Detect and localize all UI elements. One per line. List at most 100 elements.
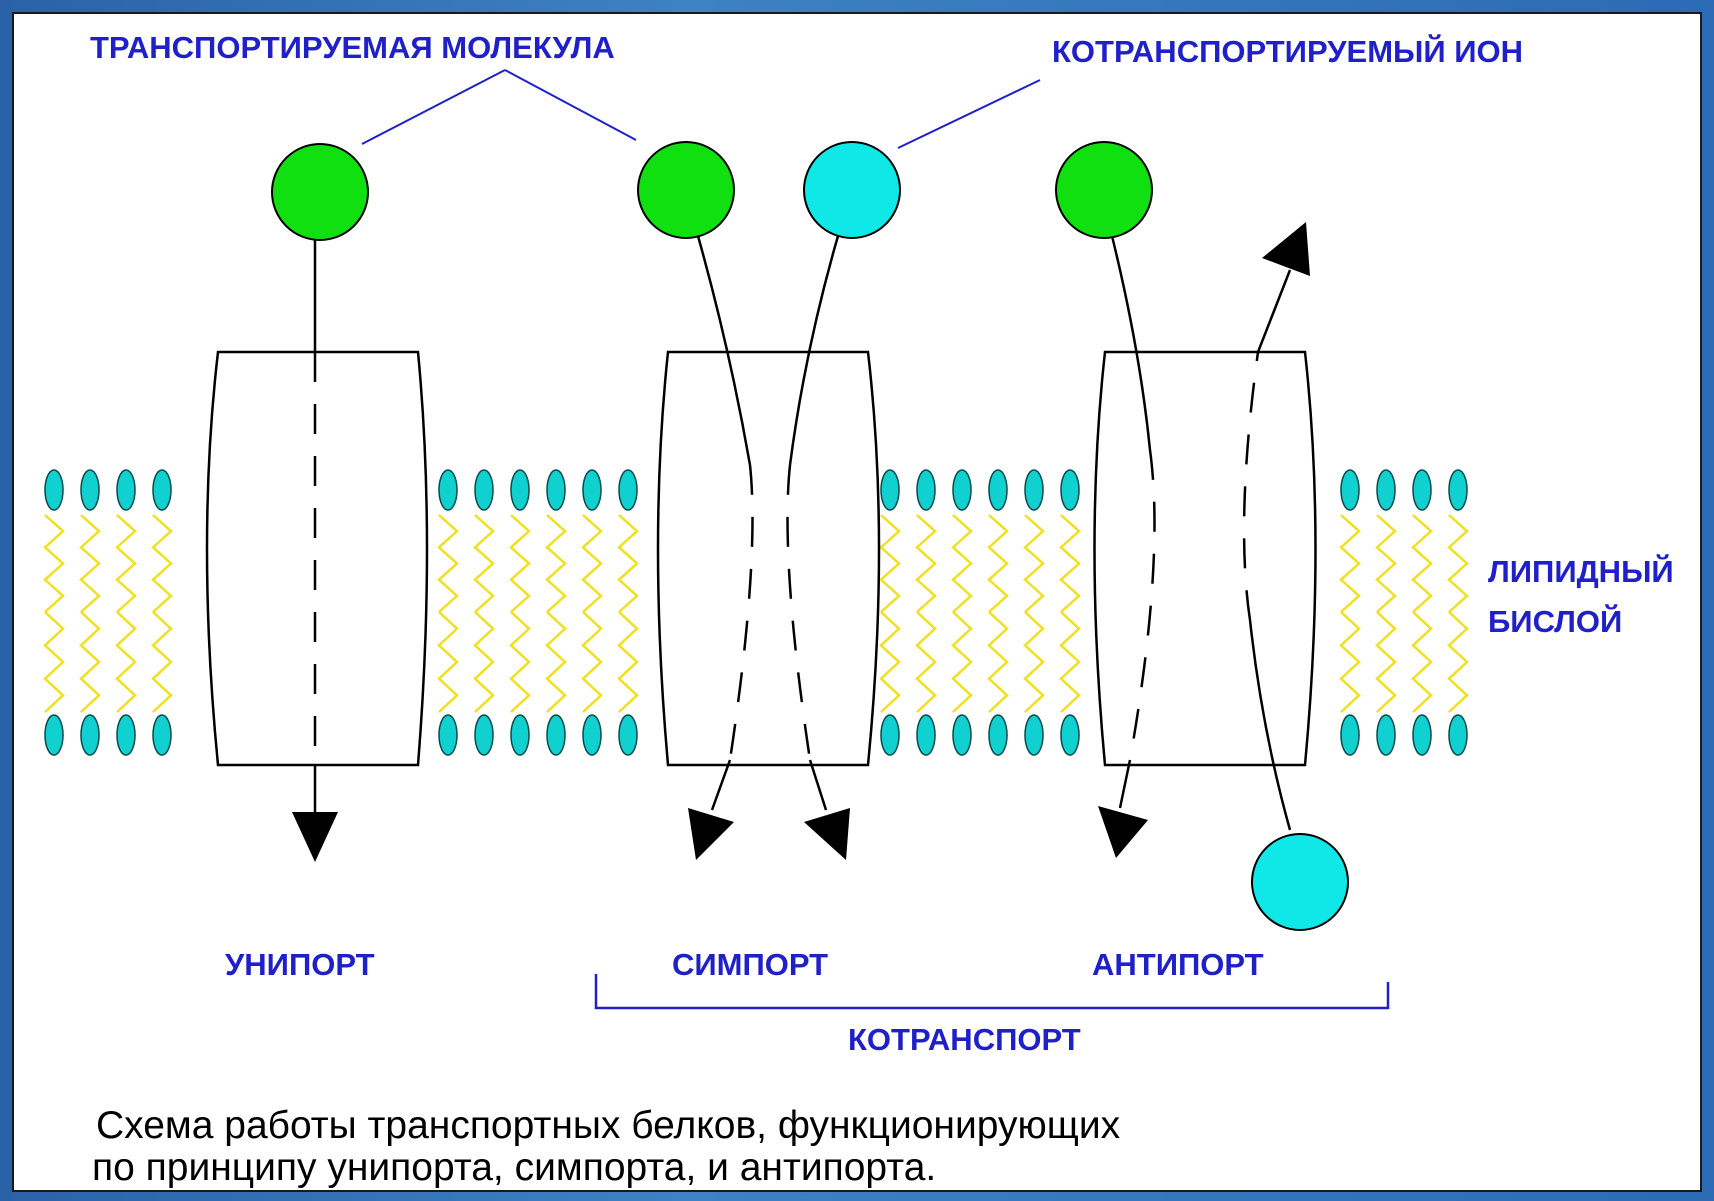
lipid-tail <box>1375 611 1397 713</box>
ion-leader-line <box>897 79 1041 149</box>
lipid-head <box>44 714 64 756</box>
cotransported-ion-label: КОТРАНСПОРТИРУЕМЫЙ ИОН <box>1052 33 1523 69</box>
lipid-tail <box>545 611 567 713</box>
caption-line1: Схема работы транспортных белков, функци… <box>96 1104 1121 1147</box>
lipid-tail <box>545 514 567 613</box>
lipid-head <box>1024 469 1044 511</box>
lipid-tail <box>509 514 531 613</box>
cotransport-bracket <box>594 974 1390 1010</box>
lipid-head <box>1448 469 1468 511</box>
lipid-tail <box>1059 611 1081 713</box>
symport-molecule <box>637 141 735 239</box>
lipid-tail <box>987 611 1009 713</box>
lipid-head <box>152 469 172 511</box>
molecule-leader-lines <box>361 69 637 145</box>
lipid-head <box>1340 714 1360 756</box>
cotransport-label: КОТРАНСПОРТ <box>848 1022 1081 1057</box>
lipid-tail <box>951 611 973 713</box>
uniport-protein <box>205 350 429 767</box>
lipid-head <box>438 469 458 511</box>
lipid-tail <box>437 514 459 613</box>
lipid-tail <box>617 611 639 713</box>
lipid-tail <box>1339 611 1361 713</box>
lipid-head <box>152 714 172 756</box>
antiport-molecule <box>1055 141 1153 239</box>
lipid-tail <box>581 611 603 713</box>
lipid-tail <box>987 514 1009 613</box>
lipid-head <box>880 714 900 756</box>
transported-molecule-label: ТРАНСПОРТИРУЕМАЯ МОЛЕКУЛА <box>90 30 615 65</box>
antiport-protein <box>1093 350 1317 767</box>
lipid-tail <box>1339 514 1361 613</box>
lipid-head <box>1340 469 1360 511</box>
lipid-head <box>988 714 1008 756</box>
lipid-head <box>1376 714 1396 756</box>
caption-line2: по принципу унипорта, симпорта, и антипо… <box>92 1146 936 1189</box>
lipid-head <box>618 714 638 756</box>
lipid-tail <box>79 514 101 613</box>
lipid-tail <box>1375 514 1397 613</box>
antiport-molecule-arrow <box>1098 235 1156 858</box>
lipid-tail <box>151 514 173 613</box>
antiport-ion <box>1251 833 1349 931</box>
antiport-ion-arrow <box>1242 222 1310 831</box>
lipid-tail <box>1023 514 1045 613</box>
lipid-tail <box>915 611 937 713</box>
lipid-tail <box>473 611 495 713</box>
lipid-head <box>546 469 566 511</box>
lipid-head <box>546 714 566 756</box>
lipid-tail <box>79 611 101 713</box>
lipid-head <box>1412 714 1432 756</box>
lipid-tail <box>581 514 603 613</box>
lipid-bilayer-label-line1: ЛИПИДНЫЙ <box>1488 553 1674 589</box>
antiport-label: АНТИПОРТ <box>1092 947 1264 982</box>
lipid-head <box>916 714 936 756</box>
lipid-tail <box>115 514 137 613</box>
uniport-label: УНИПОРТ <box>225 947 375 982</box>
lipid-bilayer-label-line2: БИСЛОЙ <box>1488 603 1622 639</box>
lipid-tail <box>509 611 531 713</box>
lipid-head <box>1412 469 1432 511</box>
lipid-tail <box>1447 611 1469 713</box>
lipid-head <box>952 469 972 511</box>
lipid-head <box>582 469 602 511</box>
lipid-head <box>510 714 530 756</box>
lipid-head <box>80 714 100 756</box>
lipid-tail <box>879 611 901 713</box>
lipid-head <box>1024 714 1044 756</box>
lipid-head <box>916 469 936 511</box>
lipid-head <box>438 714 458 756</box>
lipid-tail <box>951 514 973 613</box>
lipid-head <box>880 469 900 511</box>
lipid-tail <box>1447 514 1469 613</box>
lipid-tail <box>1023 611 1045 713</box>
lipid-head <box>474 714 494 756</box>
lipid-tail <box>617 514 639 613</box>
lipid-tail <box>1059 514 1081 613</box>
lipid-head <box>952 714 972 756</box>
lipid-head <box>510 469 530 511</box>
lipid-head <box>1060 469 1080 511</box>
symport-ion <box>803 141 901 239</box>
lipid-head <box>1376 469 1396 511</box>
lipid-head <box>474 469 494 511</box>
lipid-head <box>80 469 100 511</box>
lipid-bilayer <box>43 469 1469 756</box>
lipid-head <box>618 469 638 511</box>
lipid-tail <box>115 611 137 713</box>
lipid-tail <box>1411 611 1433 713</box>
symport-protein <box>656 350 881 767</box>
lipid-head <box>116 469 136 511</box>
lipid-tail <box>151 611 173 713</box>
symport-molecule-arrow <box>688 235 754 860</box>
symport-ion-arrow <box>786 235 850 860</box>
lipid-tail <box>43 611 65 713</box>
uniport-molecule <box>271 143 369 241</box>
lipid-tail <box>473 514 495 613</box>
lipid-tail <box>1411 514 1433 613</box>
lipid-tail <box>43 514 65 613</box>
lipid-tail <box>915 514 937 613</box>
lipid-tail <box>879 514 901 613</box>
lipid-head <box>116 714 136 756</box>
